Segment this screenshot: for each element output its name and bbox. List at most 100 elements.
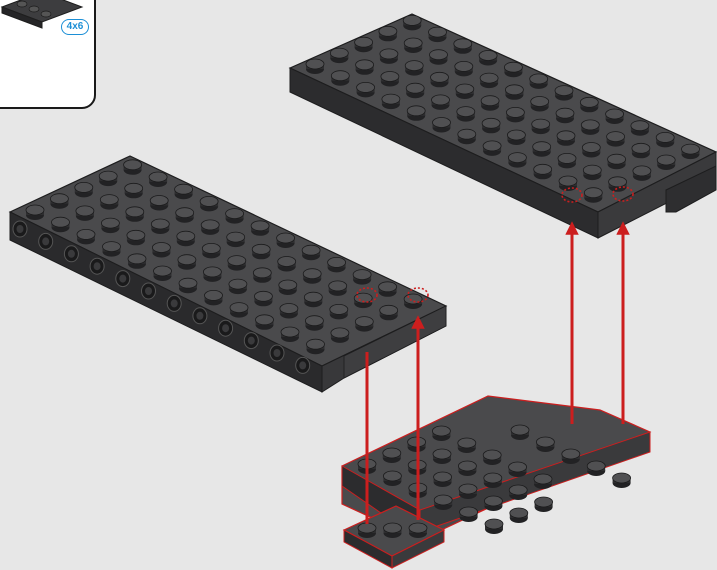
stud [631, 121, 649, 136]
technic-hole [142, 283, 156, 299]
stud [613, 473, 631, 488]
stud [587, 461, 605, 476]
stud [306, 59, 324, 74]
stud [226, 209, 244, 224]
stud [409, 523, 427, 538]
stud [530, 74, 548, 89]
stud [303, 269, 321, 284]
stud [403, 15, 421, 30]
stud [508, 153, 526, 168]
stud [458, 129, 476, 144]
stud [127, 230, 145, 245]
stud [632, 143, 650, 158]
stud [356, 60, 374, 75]
stud [458, 461, 476, 476]
stud [277, 233, 295, 248]
stud [479, 51, 497, 66]
stud [433, 118, 451, 133]
stud [383, 471, 401, 486]
stud [406, 83, 424, 98]
stud [510, 508, 528, 523]
stud [509, 462, 527, 477]
stud [177, 231, 195, 246]
stud [329, 281, 347, 296]
stud [534, 474, 552, 489]
stud [280, 304, 298, 319]
stud [103, 242, 121, 257]
stud [126, 207, 144, 222]
stud [379, 282, 397, 297]
technic-hole [270, 345, 284, 361]
stud [381, 72, 399, 87]
stud [305, 316, 323, 331]
stud [483, 141, 501, 156]
stud [404, 38, 422, 53]
stud [458, 438, 476, 453]
technic-hole [167, 295, 181, 311]
stud [580, 97, 598, 112]
stud [582, 143, 600, 158]
stud [609, 177, 627, 192]
stud [228, 256, 246, 271]
stud [583, 165, 601, 180]
stud [506, 107, 524, 122]
stud [331, 71, 349, 86]
stud [505, 85, 523, 100]
stud [355, 37, 373, 52]
stud [152, 243, 170, 258]
stud [456, 84, 474, 99]
stud [432, 95, 450, 110]
technic-hole [64, 246, 78, 262]
stud [480, 73, 498, 88]
stud [176, 208, 194, 223]
stud [485, 519, 503, 534]
stud [434, 472, 452, 487]
stud [307, 339, 325, 354]
stud [330, 304, 348, 319]
stud [431, 72, 449, 87]
stud [125, 183, 143, 198]
stud [151, 219, 169, 234]
stud [379, 26, 397, 41]
stud [656, 132, 674, 147]
stud [606, 109, 624, 124]
technic-hole [13, 221, 27, 237]
stud [407, 106, 425, 121]
stud [256, 315, 274, 330]
stud [534, 164, 552, 179]
stud [331, 328, 349, 343]
stud [581, 120, 599, 135]
stud [251, 221, 269, 236]
plate-upper-right [290, 14, 716, 238]
stud [562, 449, 580, 464]
stud [26, 205, 44, 220]
stud [328, 257, 346, 272]
stud [227, 232, 245, 247]
stud [99, 171, 117, 186]
stud [404, 294, 422, 309]
stud [100, 195, 118, 210]
technic-hole [193, 308, 207, 324]
stud [302, 245, 320, 260]
stud [101, 218, 119, 233]
stud [509, 485, 527, 500]
stud [380, 305, 398, 320]
stud [557, 131, 575, 146]
stud [608, 154, 626, 169]
stud [76, 206, 94, 221]
stud [454, 39, 472, 54]
stud [484, 473, 502, 488]
stud [430, 50, 448, 65]
stud [353, 270, 371, 285]
stud [304, 292, 322, 307]
stud [535, 497, 553, 512]
stud [281, 327, 299, 342]
stud [52, 217, 70, 232]
stud [252, 244, 270, 259]
stud [531, 97, 549, 112]
technic-hole [219, 320, 233, 336]
stud [382, 94, 400, 109]
stud [633, 166, 651, 181]
technic-hole [296, 357, 310, 373]
